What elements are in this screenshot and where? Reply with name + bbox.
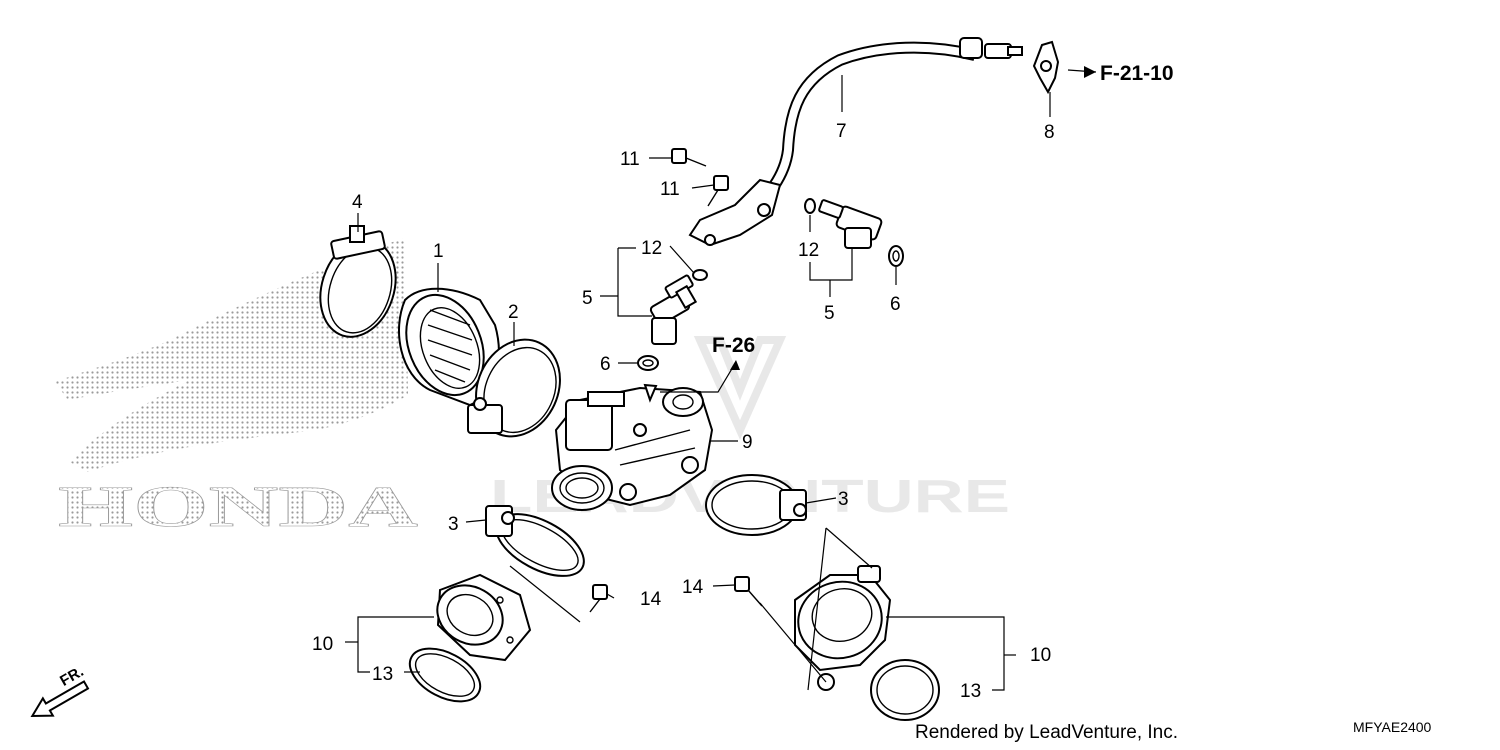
fuel-pipe-7[interactable] [688, 29, 1023, 247]
clamp-band-3-left[interactable] [485, 501, 594, 588]
callout-9: 9 [742, 432, 753, 453]
throttle-body-9[interactable] [551, 383, 714, 511]
rubber-boot-1[interactable] [392, 283, 500, 407]
callout-14-left: 14 [640, 589, 662, 610]
callout-13-right: 13 [960, 681, 981, 702]
callout-13-left: 13 [372, 664, 393, 685]
o-ring-12-right[interactable] [804, 198, 816, 214]
diagram-code: MFYAE2400 [1353, 719, 1432, 735]
callout-5-left: 5 [582, 288, 593, 309]
bolt-14-left[interactable] [589, 584, 608, 613]
callout-14-right: 14 [682, 577, 704, 598]
o-ring-13-right[interactable] [870, 659, 940, 721]
leader-lines [345, 66, 1097, 691]
callout-7: 7 [836, 121, 847, 142]
callout-6-left: 6 [600, 354, 611, 375]
credit-text: Rendered by LeadVenture, Inc. [915, 722, 1178, 743]
callout-12-right: 12 [798, 240, 819, 261]
o-ring-13-left[interactable] [401, 638, 489, 713]
insulator-10-right[interactable] [790, 565, 892, 691]
callout-3-left: 3 [448, 514, 459, 535]
seal-6-left[interactable] [637, 355, 659, 371]
seal-6-right[interactable] [888, 245, 904, 267]
callout-4: 4 [352, 192, 363, 213]
callout-10-right: 10 [1030, 645, 1051, 666]
clamp-band-4[interactable] [308, 225, 407, 347]
o-ring-12-left[interactable] [692, 269, 708, 281]
ref-f-26[interactable]: F-26 [712, 334, 755, 357]
clamp-band-2[interactable] [461, 326, 576, 450]
callout-2: 2 [508, 302, 519, 323]
front-direction-marker: FR. [30, 663, 90, 718]
callout-5-right: 5 [824, 303, 835, 324]
bolt-14-right[interactable] [734, 576, 763, 607]
honda-logo-text: HONDA [58, 474, 418, 539]
callout-10-left: 10 [312, 634, 333, 655]
clamp-band-3-right[interactable] [705, 474, 807, 536]
screw-11-lower[interactable] [707, 175, 729, 207]
callout-3-right: 3 [838, 489, 849, 510]
hose-clip-8[interactable] [1032, 40, 1060, 95]
callout-1: 1 [433, 241, 444, 262]
callout-12-left: 12 [641, 238, 662, 259]
callout-11-lower: 11 [660, 179, 680, 200]
insulator-10-left[interactable] [427, 573, 532, 662]
callout-labels: 1 2 3 3 4 5 5 6 6 7 8 9 10 10 11 11 12 1… [312, 121, 1055, 702]
fuel-injector-5-left[interactable] [649, 274, 698, 345]
ref-f-21-10[interactable]: F-21-10 [1100, 62, 1174, 85]
screw-11-upper[interactable] [671, 148, 707, 167]
callout-8: 8 [1044, 122, 1055, 143]
callout-11-upper: 11 [620, 149, 640, 170]
fuel-injector-5-right[interactable] [818, 199, 883, 249]
callout-6-right: 6 [890, 294, 901, 315]
